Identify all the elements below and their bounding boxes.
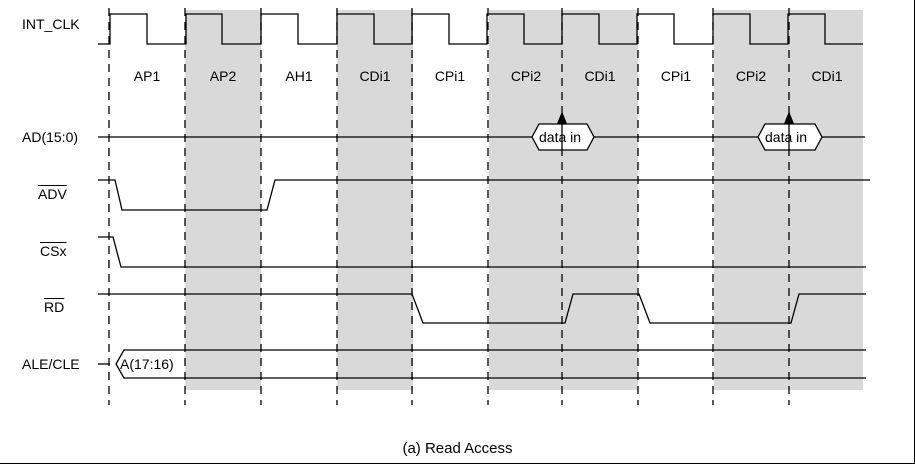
phase-label: AH1: [285, 68, 313, 84]
phase-label: CPi1: [434, 68, 466, 84]
clock-waveform: [98, 13, 863, 45]
signal-label-ale-cle: ALE/CLE: [22, 356, 80, 372]
phase-label: CPi2: [510, 68, 542, 84]
bus-label-data-in: data in: [539, 129, 582, 145]
phase-label: AP1: [133, 68, 161, 84]
phase-label: CPi2: [735, 68, 767, 84]
shade-cpi2-cdi1-b: [714, 10, 863, 390]
phase-dividers: [108, 8, 790, 405]
signal-label-adv: ADV: [38, 186, 67, 202]
sample-arrows: [557, 111, 794, 150]
signal-label-csx: CSx: [40, 243, 67, 259]
shade-cdi1-a: [337, 10, 413, 390]
bus-label-address: A(17:16): [120, 356, 174, 372]
adv-waveform: [98, 179, 870, 211]
figure-caption: (a) Read Access: [402, 440, 513, 457]
phase-label: CDi1: [359, 68, 391, 84]
phase-label: CDi1: [584, 68, 616, 84]
shaded-regions: [185, 10, 863, 390]
signal-label-ad: AD(15:0): [22, 129, 79, 145]
rd-waveform: [98, 293, 866, 324]
phase-label: CDi1: [811, 68, 843, 84]
ad-bus-waveform: [98, 123, 865, 151]
csx-waveform: [98, 236, 866, 268]
phase-label: AP2: [209, 68, 237, 84]
ale-cle-waveform: [98, 349, 866, 379]
bus-label-data-in: data in: [765, 129, 808, 145]
shade-cpi2-cdi1-a: [489, 10, 638, 390]
signal-label-rd: RD: [44, 299, 65, 315]
shade-ap2: [185, 10, 261, 390]
signal-label-int-clk: INT_CLK: [22, 16, 80, 32]
phase-label: CPi1: [660, 68, 692, 84]
